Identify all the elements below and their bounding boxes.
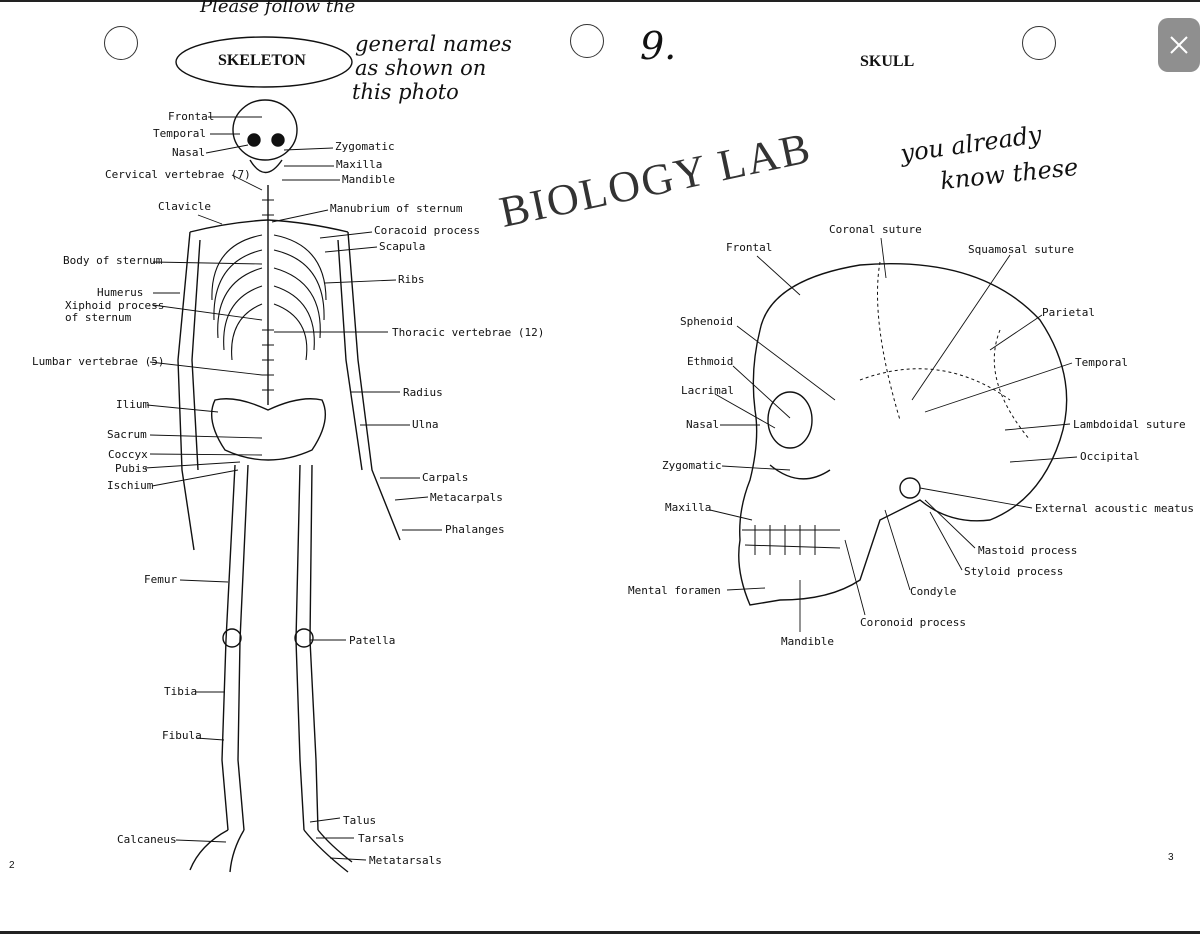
top-border [0, 0, 1200, 2]
bottom-border [0, 931, 1200, 934]
skull-label-ethmoid: Ethmoid [687, 355, 734, 368]
label-pubis: Pubis [115, 462, 149, 475]
skull-label-temporal: Temporal [1075, 356, 1128, 369]
skeleton-pelvis [211, 398, 326, 461]
label-zygomatic: Zygomatic [335, 140, 395, 153]
note-please-follow: Please follow the [200, 0, 356, 17]
skull-heading: SKULL [860, 53, 915, 70]
label-ulna: Ulna [412, 418, 439, 431]
note-number: 9. [640, 24, 677, 68]
label-talus: Talus [343, 814, 377, 827]
skull-label-frontal: Frontal [726, 241, 773, 254]
skull-label-coronoid: Coronoid process [860, 616, 966, 629]
note-as-shown: as shown on [355, 56, 487, 80]
skull-label-sphenoid: Sphenoid [680, 315, 733, 328]
label-sacrum: Sacrum [107, 428, 147, 441]
note-this-photo: this photo [352, 80, 459, 104]
skull-label-occipital: Occipital [1080, 450, 1140, 463]
skeleton-ribcage [211, 234, 327, 361]
punch-hole-left [104, 26, 138, 60]
skull-label-mastoid: Mastoid process [978, 544, 1078, 557]
label-tibia: Tibia [164, 685, 198, 698]
label-cervical: Cervical vertebrae (7) [105, 168, 251, 181]
skull-label-condyle: Condyle [910, 585, 957, 598]
label-carpals: Carpals [422, 471, 469, 484]
label-coracoid: Coracoid process [374, 224, 480, 237]
skeleton-skull [232, 99, 298, 161]
skull-outline [738, 262, 1068, 606]
label-xiphoid-1: Xiphoid process [65, 299, 165, 312]
label-scapula: Scapula [379, 240, 426, 253]
close-button[interactable] [1158, 18, 1200, 72]
skull-label-coronal: Coronal suture [829, 223, 922, 236]
skull-label-zygomatic: Zygomatic [662, 459, 722, 472]
label-tarsals: Tarsals [358, 832, 405, 845]
label-maxilla: Maxilla [336, 158, 383, 171]
close-icon [1170, 36, 1188, 54]
label-metatarsals: Metatarsals [369, 854, 442, 867]
label-femur: Femur [144, 573, 178, 586]
label-thoracic: Thoracic vertebrae (12) [392, 326, 545, 339]
skull-label-ext-meatus: External acoustic meatus [1035, 502, 1194, 515]
label-patella: Patella [349, 634, 396, 647]
label-ischium: Ischium [107, 479, 154, 492]
label-temporal: Temporal [153, 127, 206, 140]
label-xiphoid-2: of sternum [65, 311, 132, 324]
punch-hole-right [1022, 26, 1056, 60]
label-ribs: Ribs [398, 273, 425, 286]
skull-label-parietal: Parietal [1042, 306, 1095, 319]
label-mandible: Mandible [342, 173, 395, 186]
skull-label-squamosal: Squamosal suture [968, 243, 1074, 256]
label-phalanges: Phalanges [445, 523, 505, 536]
label-nasal: Nasal [172, 146, 206, 159]
skull-label-maxilla: Maxilla [665, 501, 712, 514]
label-manubrium: Manubrium of sternum [330, 202, 463, 215]
label-clavicle: Clavicle [158, 200, 211, 213]
skull-label-lacrimal: Lacrimal [681, 384, 734, 397]
page-number-right: 3 [1168, 852, 1174, 863]
skull-label-styloid: Styloid process [964, 565, 1064, 578]
label-fibula: Fibula [162, 729, 202, 742]
label-calcaneus: Calcaneus [117, 833, 177, 846]
skull-label-lambdoidal: Lambdoidal suture [1073, 418, 1186, 431]
label-frontal: Frontal [168, 110, 215, 123]
label-body-sternum: Body of sternum [63, 254, 163, 267]
page-number-left: 2 [9, 860, 15, 871]
skeleton-heading: SKELETON [218, 52, 306, 69]
label-radius: Radius [403, 386, 443, 399]
label-coccyx: Coccyx [108, 448, 148, 461]
label-metacarpals: Metacarpals [430, 491, 503, 504]
note-general-names: general names [355, 32, 512, 56]
label-ilium: Ilium [116, 398, 150, 411]
label-humerus: Humerus [97, 286, 144, 299]
skull-label-mental: Mental foramen [628, 584, 721, 597]
skull-label-nasal: Nasal [686, 418, 720, 431]
skeleton-heading-oval [175, 36, 353, 88]
punch-hole-mid [570, 24, 604, 58]
skull-label-mandible: Mandible [781, 635, 834, 648]
label-lumbar: Lumbar vertebrae (5) [32, 355, 165, 368]
